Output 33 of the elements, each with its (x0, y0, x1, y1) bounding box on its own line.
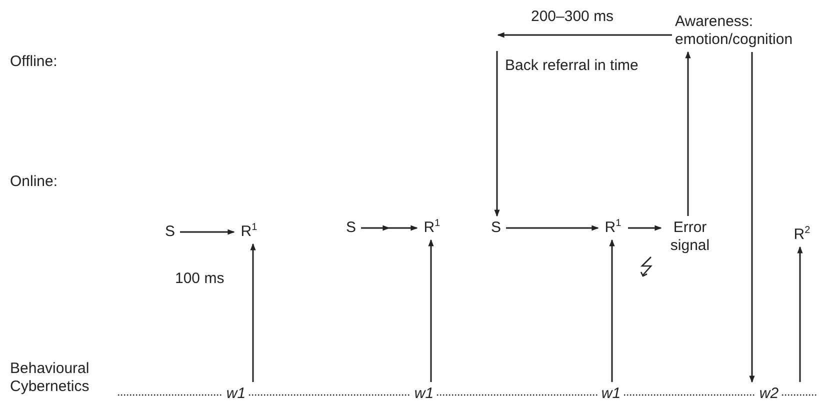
arrow (685, 51, 691, 216)
stimulus-label: S (163, 223, 177, 241)
arrow (609, 239, 615, 382)
awareness-label: Awareness: emotion/cognition (675, 13, 817, 49)
arrow (497, 32, 672, 38)
arrow (180, 229, 235, 235)
window-label: w2 (759, 385, 779, 403)
response-label: R$^{1}$ (420, 219, 444, 237)
window-label: w1 (414, 385, 434, 403)
stimulus-label: S (489, 219, 503, 237)
window-label: w1 (601, 385, 621, 403)
response-label: R$^{2}$ (790, 226, 814, 244)
arrow (628, 225, 662, 231)
arrow (361, 225, 418, 231)
arrow (494, 51, 500, 217)
arrow (749, 52, 755, 383)
row-label: Offline: (10, 53, 58, 71)
dotted-line (249, 394, 411, 396)
arrow (250, 243, 256, 382)
stimulus-label: S (344, 219, 358, 237)
arrow (428, 239, 434, 382)
error-signal-label: Error signal (664, 219, 716, 255)
arrow (506, 225, 599, 231)
response-label: R$^{1}$ (601, 219, 625, 237)
response-label: R$^{1}$ (237, 223, 261, 241)
row-label: Online: (10, 173, 59, 191)
dotted-line (437, 394, 598, 396)
dotted-line (118, 394, 223, 396)
dotted-line (782, 394, 818, 396)
row-label: Behavioural Cybernetics (10, 360, 90, 396)
arrow (797, 246, 803, 382)
dotted-line (624, 394, 756, 396)
window-label: w1 (226, 385, 246, 403)
